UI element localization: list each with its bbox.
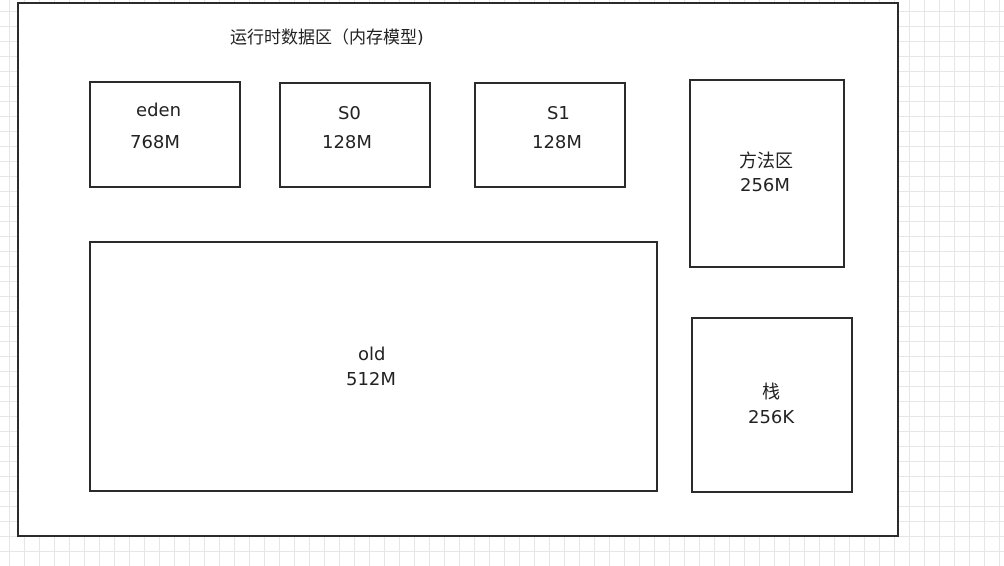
old-gen-box — [89, 241, 658, 492]
s1-label: S1 — [547, 103, 570, 124]
eden-label: eden — [136, 100, 181, 121]
method-area-size: 256M — [740, 175, 790, 196]
method-area-label: 方法区 — [739, 151, 793, 172]
eden-box — [89, 81, 241, 188]
old-gen-size: 512M — [346, 369, 396, 390]
s1-box — [474, 82, 626, 188]
s0-label: S0 — [338, 103, 361, 124]
stack-label: 栈 — [762, 382, 780, 403]
stack-size: 256K — [748, 407, 795, 428]
s0-box — [279, 82, 431, 188]
s0-size: 128M — [322, 132, 372, 153]
method-area-box — [689, 79, 845, 268]
stack-box — [691, 317, 853, 493]
eden-size: 768M — [130, 132, 180, 153]
old-gen-label: old — [358, 344, 386, 365]
diagram-title: 运行时数据区（内存模型) — [230, 28, 424, 48]
s1-size: 128M — [532, 132, 582, 153]
